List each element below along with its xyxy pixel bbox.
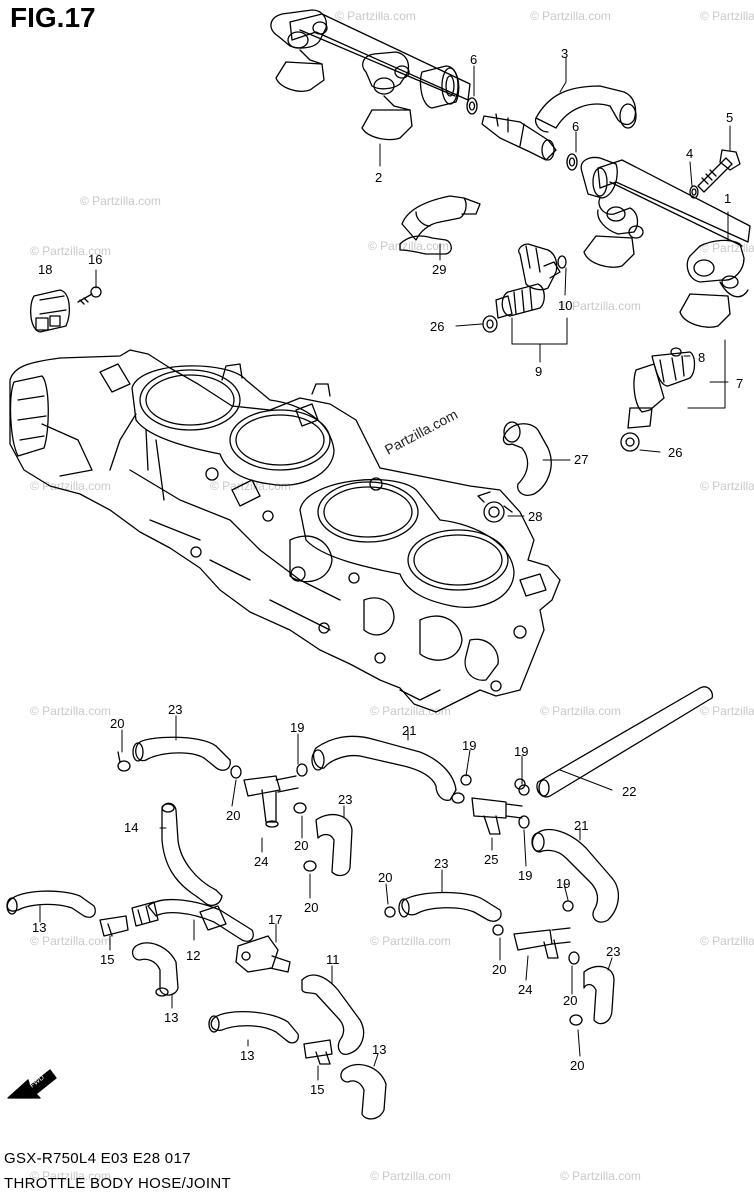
clamp-29 <box>399 195 481 255</box>
callout-12: 12 <box>186 948 200 963</box>
watermark-text: © Partzilla.com <box>560 1169 641 1183</box>
callout-26: 26 <box>430 319 444 334</box>
callout-19: 19 <box>514 744 528 759</box>
vacuum-hoses <box>6 686 714 1120</box>
callout-20: 20 <box>563 993 577 1008</box>
screw-16 <box>77 286 102 305</box>
callout-20: 20 <box>378 870 392 885</box>
callout-20: 20 <box>294 838 308 853</box>
callout-10: 10 <box>558 298 572 313</box>
callout-29: 29 <box>432 262 446 277</box>
fuel-delivery-pipe-right <box>580 156 751 328</box>
sensor-18 <box>29 289 71 333</box>
callout-20: 20 <box>226 808 240 823</box>
callout-21: 21 <box>402 723 416 738</box>
figure-title: FIG.17 <box>10 2 96 33</box>
washer-4 <box>689 185 699 199</box>
callout-5: 5 <box>726 110 733 125</box>
watermark-text: © Partzilla.com <box>700 934 754 948</box>
callout-19: 19 <box>290 720 304 735</box>
callout-7: 7 <box>736 376 743 391</box>
callout-13: 13 <box>164 1010 178 1025</box>
callout-24: 24 <box>518 982 532 997</box>
watermark-text: © Partzilla.com <box>30 244 111 258</box>
clamp-28 <box>477 491 513 523</box>
callout-26: 26 <box>668 445 682 460</box>
callout-27: 27 <box>574 452 588 467</box>
fwd-arrow-icon: FWD <box>7 1069 57 1099</box>
callout-9: 9 <box>535 364 542 379</box>
callout-13: 13 <box>372 1042 386 1057</box>
callout-28: 28 <box>528 509 542 524</box>
callout-19: 19 <box>518 868 532 883</box>
callout-15: 15 <box>310 1082 324 1097</box>
watermark-text: © Partzilla.com <box>30 704 111 718</box>
callout-17: 17 <box>268 912 282 927</box>
watermark-text: © Partzilla.com <box>370 934 451 948</box>
callout-1: 1 <box>724 191 731 206</box>
callout-25: 25 <box>484 852 498 867</box>
callout-20: 20 <box>492 962 506 977</box>
fuel-delivery-pipe-left <box>270 9 471 141</box>
callout-14: 14 <box>124 820 138 835</box>
callout-11: 11 <box>326 952 340 967</box>
watermark-text: © Partzilla.com <box>370 704 451 718</box>
injector-7 <box>620 347 696 452</box>
watermark-text: © Partzilla.com <box>30 934 111 948</box>
watermark-text: © Partzilla.com <box>700 704 754 718</box>
watermark-text: © Partzilla.com <box>560 299 641 313</box>
watermark-center: Partzilla.com <box>382 406 460 458</box>
callout-20: 20 <box>304 900 318 915</box>
callout-6: 6 <box>470 52 477 67</box>
screw-5 <box>697 149 741 193</box>
watermark-text: © Partzilla.com <box>335 9 416 23</box>
watermark-text: © Partzilla.com <box>80 194 161 208</box>
callout-16: 16 <box>88 252 102 267</box>
callout-22: 22 <box>622 784 636 799</box>
callout-labels: 1 2 3 4 5 6 6 7 8 9 10 11 12 13 13 13 13… <box>32 46 743 1097</box>
callout-20: 20 <box>570 1058 584 1073</box>
leader-lines <box>39 57 731 1081</box>
callout-13: 13 <box>240 1048 254 1063</box>
callout-13: 13 <box>32 920 46 935</box>
callout-4: 4 <box>686 146 693 161</box>
hose-27 <box>502 421 552 496</box>
throttle-body-assembly <box>9 349 561 713</box>
watermark-text: © Partzilla.com <box>700 9 754 23</box>
watermark-text: © Partzilla.com <box>368 239 449 253</box>
callout-23: 23 <box>606 944 620 959</box>
callout-23: 23 <box>338 792 352 807</box>
watermark-text: © Partzilla.com <box>700 479 754 493</box>
callout-2: 2 <box>375 170 382 185</box>
callout-3: 3 <box>561 46 568 61</box>
o-rings-and-joint <box>466 97 578 171</box>
fuel-hose-3 <box>534 85 637 133</box>
callout-20: 20 <box>110 716 124 731</box>
model-code: GSX-R750L4 E03 E28 017 <box>4 1150 191 1167</box>
watermark-text: © Partzilla.com <box>30 479 111 493</box>
callout-15: 15 <box>100 952 114 967</box>
callout-18: 18 <box>38 262 52 277</box>
figure-caption: THROTTLE BODY HOSE/JOINT <box>4 1175 231 1192</box>
watermarks: © Partzilla.com © Partzilla.com © Partzi… <box>30 9 754 1183</box>
watermark-text: © Partzilla.com <box>370 1169 451 1183</box>
watermark-text: © Partzilla.com <box>540 704 621 718</box>
injector-9 <box>482 243 561 333</box>
watermark-text: © Partzilla.com <box>210 479 291 493</box>
callout-23: 23 <box>168 702 182 717</box>
callout-6: 6 <box>572 119 579 134</box>
callout-24: 24 <box>254 854 268 869</box>
callout-19: 19 <box>556 876 570 891</box>
watermark-text: © Partzilla.com <box>530 9 611 23</box>
callout-23: 23 <box>434 856 448 871</box>
o-ring-10 <box>557 255 567 269</box>
callout-21: 21 <box>574 818 588 833</box>
callout-19: 19 <box>462 738 476 753</box>
callout-8: 8 <box>698 350 705 365</box>
watermark-text: © Partzilla.com <box>30 1169 111 1183</box>
